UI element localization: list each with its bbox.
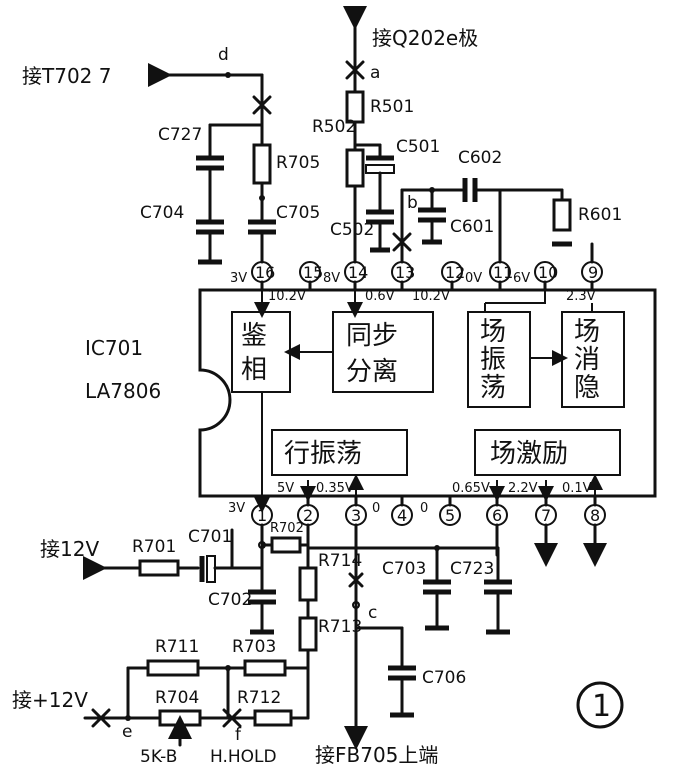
pin3-voltage: 0.35V <box>316 481 354 496</box>
pin-2: 2 <box>303 506 313 525</box>
block-v-drive: 场激励 <box>474 429 621 476</box>
svg-text:行振荡: 行振荡 <box>284 439 362 469</box>
label-h-hold: H.HOLD <box>210 747 277 767</box>
pin11-10-to-osc <box>484 290 546 312</box>
label-c703: C703 <box>382 559 426 579</box>
pin7-voltage: 2.2V <box>508 481 538 496</box>
pin-9: 9 <box>588 263 598 282</box>
pin-10: 10 <box>538 263 558 282</box>
svg-text:振: 振 <box>480 345 506 375</box>
label-c702: C702 <box>208 590 252 610</box>
label-5k-b: 5K-B <box>140 747 177 767</box>
label-r501: R501 <box>370 97 414 117</box>
label-r701: R701 <box>132 537 176 557</box>
svg-text:场激励: 场激励 <box>490 439 568 469</box>
label-plus12v: 接+12V <box>12 688 88 712</box>
label-c723: C723 <box>450 559 494 579</box>
pin15-voltage: 8V <box>323 271 340 286</box>
svg-text:消: 消 <box>574 345 600 375</box>
pin4-voltage: 0 <box>420 501 428 516</box>
pin6-voltage: 0.65V <box>452 481 490 496</box>
label-r711: R711 <box>155 637 199 657</box>
pin-6: 6 <box>492 506 502 525</box>
block-h-oscillator: 行振荡 <box>271 429 408 476</box>
pin-11: 11 <box>493 263 513 282</box>
svg-text:场: 场 <box>574 317 600 347</box>
label-r713: R713 <box>318 617 362 637</box>
pin16-internal-voltage: 10.2V <box>268 289 306 304</box>
bottom-pins: 1 2 3 4 5 6 7 8 <box>251 474 607 567</box>
pin-1: 1 <box>257 506 267 525</box>
pin11-voltage: 6V <box>513 271 530 286</box>
cut-mark-d <box>252 95 272 115</box>
pin-4: 4 <box>397 506 407 525</box>
svg-text:荡: 荡 <box>480 373 506 403</box>
label-r703: R703 <box>232 637 276 657</box>
ic-ref: IC701 <box>85 336 143 360</box>
pin-13: 13 <box>395 263 415 282</box>
label-fb705: 接FB705上端 <box>315 743 438 767</box>
svg-text:隐: 隐 <box>574 373 600 403</box>
pin-12: 12 <box>445 263 465 282</box>
label-t702: 接T702 7 <box>22 64 111 88</box>
ic-model: LA7806 <box>85 379 161 403</box>
pin-14: 14 <box>348 263 368 282</box>
pin8-voltage: 0.1V <box>562 481 592 496</box>
cut-mark-plus12v <box>91 708 111 728</box>
pin16-voltage: 3V <box>230 271 247 286</box>
pin-16: 16 <box>255 263 275 282</box>
pin12-voltage: 0V <box>465 271 482 286</box>
pin13-voltage: 10.2V <box>412 289 450 304</box>
pin3-ext-voltage: 0 <box>372 501 380 516</box>
label-r601: R601 <box>578 205 622 225</box>
label-c705: C705 <box>276 203 320 223</box>
cut-mark-c <box>348 572 364 588</box>
figure-number: 1 <box>592 689 611 724</box>
label-q202: 接Q202e极 <box>372 26 478 50</box>
pin2-voltage: 5V <box>277 481 294 496</box>
label-c601: C601 <box>450 217 494 237</box>
svg-text:场: 场 <box>480 317 506 347</box>
node-f: f <box>235 725 242 745</box>
block-phase-text-2: 相 <box>241 355 267 385</box>
node-e: e <box>122 722 132 742</box>
svg-text:同步: 同步 <box>346 321 398 351</box>
label-c706: C706 <box>422 668 466 688</box>
block-phase-text-1: 鉴 <box>241 321 267 351</box>
cut-mark-a <box>345 60 365 80</box>
pin9-voltage: 2.3V <box>566 289 596 304</box>
label-c727: C727 <box>158 125 202 145</box>
block-v-blanking: 场 消 隐 <box>561 311 625 408</box>
node-c: c <box>368 603 377 623</box>
block-v-oscillator: 场 振 荡 <box>467 311 531 408</box>
figure-number-circle <box>576 681 624 729</box>
label-r705: R705 <box>276 153 320 173</box>
pin-7: 7 <box>541 506 551 525</box>
label-12v: 接12V <box>40 537 99 561</box>
label-c602: C602 <box>458 148 502 168</box>
pin-15: 15 <box>303 263 323 282</box>
label-c502: C502 <box>330 220 374 240</box>
label-r702: R702 <box>270 521 304 536</box>
label-r714: R714 <box>318 551 362 571</box>
node-a: a <box>370 63 380 83</box>
pin-8: 8 <box>590 506 600 525</box>
node-b: b <box>407 193 418 213</box>
svg-text:分离: 分离 <box>346 357 398 387</box>
pin1-voltage: 3V <box>228 501 245 516</box>
label-r502: R502 <box>312 117 356 137</box>
node-d: d <box>218 45 229 65</box>
label-r704: R704 <box>155 688 199 708</box>
label-c701: C701 <box>188 527 232 547</box>
label-c501: C501 <box>396 137 440 157</box>
pin-5: 5 <box>445 506 455 525</box>
pin-3: 3 <box>351 506 361 525</box>
label-r712: R712 <box>237 688 281 708</box>
label-c704: C704 <box>140 203 184 223</box>
pin14-voltage: 0.6V <box>365 289 395 304</box>
